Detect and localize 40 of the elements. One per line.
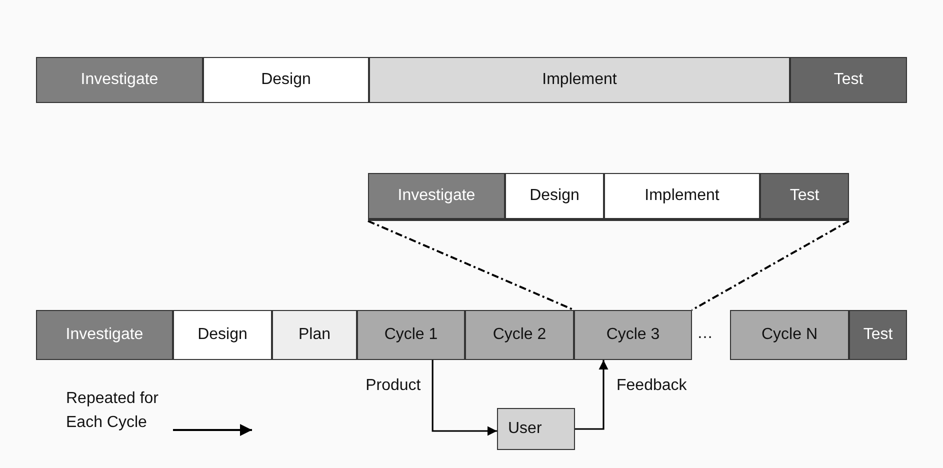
ellipsis: … [697, 324, 713, 344]
phase-segment [730, 310, 849, 360]
phase-name: User [508, 420, 542, 438]
phase-segment [760, 173, 849, 221]
phase-name: Design [261, 71, 311, 89]
arrow [432, 360, 497, 436]
phase-segment [36, 310, 173, 360]
phase-name: Cycle 3 [606, 326, 660, 344]
phase-segment [203, 57, 369, 103]
phase-name: Investigate [398, 187, 476, 205]
dash-dot-line [368, 220, 574, 311]
phase-name: Design [530, 187, 580, 205]
phase-name: Test [834, 71, 864, 89]
user-box [497, 408, 575, 450]
phase-name: Implement [644, 187, 720, 205]
phase-segment [849, 310, 907, 360]
phase-segment [272, 310, 357, 360]
phase-segment [604, 173, 760, 221]
phase-segment [574, 310, 692, 360]
phase-name: Cycle 1 [384, 326, 438, 344]
phase-name: Cycle N [761, 326, 818, 344]
phase-segment [357, 310, 465, 360]
phase-name: Test [863, 326, 893, 344]
phase-name: Investigate [80, 71, 158, 89]
arrow [575, 360, 608, 430]
phase-segment [505, 173, 604, 221]
phase-name: Test [790, 187, 820, 205]
phase-segment [465, 310, 574, 360]
phase-segment [369, 57, 790, 103]
dash-dot-line [692, 220, 850, 311]
phase-name: Cycle 2 [492, 326, 546, 344]
phase-segment [368, 173, 505, 221]
phase-name: Plan [298, 326, 331, 344]
phase-name: Implement [542, 71, 617, 89]
note: Repeated for Each Cycle [66, 389, 160, 433]
phase-name: Investigate [66, 326, 144, 344]
phase-segment [36, 57, 203, 103]
phase-segment [173, 310, 272, 360]
phase-segment [790, 57, 907, 103]
phase-name: Design [198, 326, 248, 344]
